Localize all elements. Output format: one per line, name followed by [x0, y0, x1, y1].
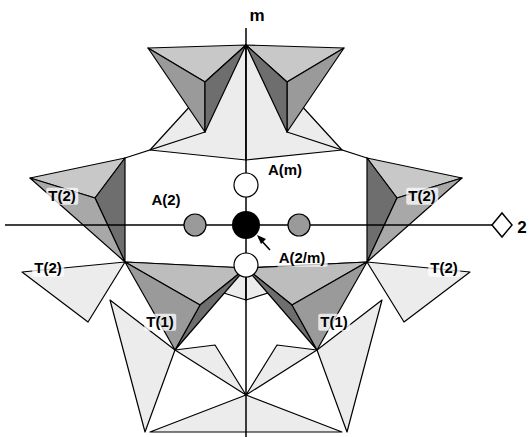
a-site-m	[234, 253, 258, 277]
tetrahedron-label: T(2)	[406, 188, 438, 205]
a-site-m	[234, 173, 258, 197]
mirror-label: m	[247, 7, 266, 26]
a-site-2m	[232, 211, 260, 239]
tetrahedron-label: T(2)	[32, 260, 64, 277]
a-site-2	[184, 214, 206, 236]
site-label: A(2/m)	[277, 250, 328, 267]
site-label: A(m)	[266, 162, 304, 179]
twofold-symbol	[492, 213, 512, 237]
a-site-2	[288, 214, 310, 236]
leader-arrowhead	[257, 235, 266, 244]
tetrahedron-label: T(1)	[318, 314, 350, 331]
site-label: A(2)	[149, 192, 182, 209]
tetrahedron-label: T(2)	[46, 188, 78, 205]
tetrahedron-label: T(1)	[144, 314, 176, 331]
tetrahedron-label: T(2)	[428, 260, 460, 277]
axis-label: 2	[515, 219, 528, 238]
